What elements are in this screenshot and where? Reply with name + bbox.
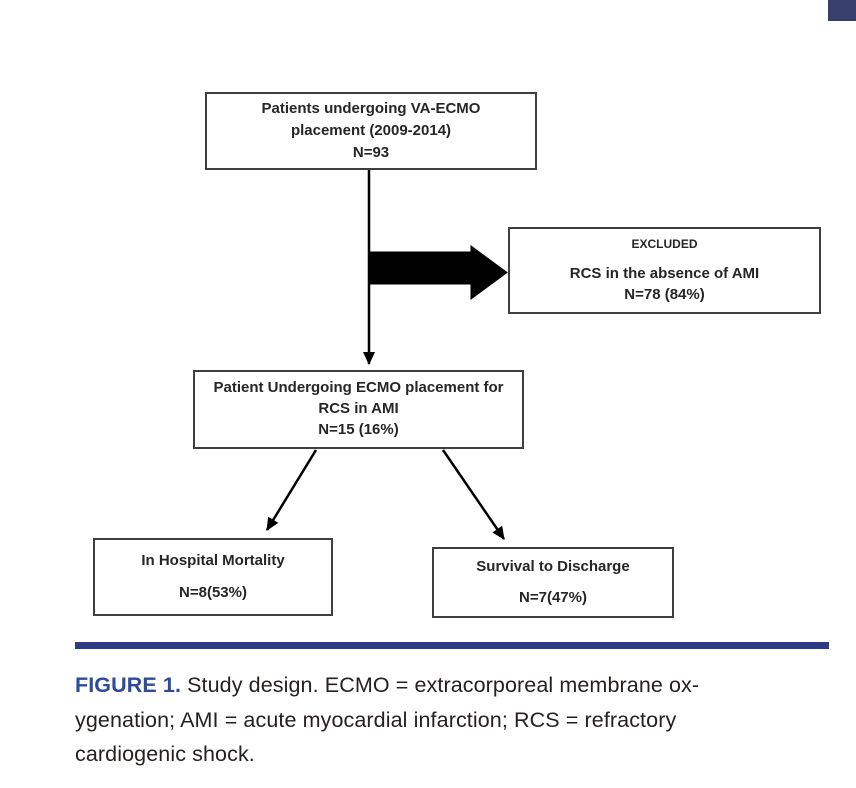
box-n-value: N=78 (84%): [624, 286, 705, 303]
figure-caption: FIGURE 1. Study design. ECMO = extracorp…: [75, 668, 847, 772]
figure-divider-rule: [75, 642, 829, 649]
caption-line-3: cardiogenic shock.: [75, 742, 255, 766]
box-n-value: N=7(47%): [519, 589, 587, 606]
box-text-line: placement (2009-2014): [290, 122, 452, 139]
arrow-right-thick-excluded-icon: [369, 245, 508, 300]
arrow-diagonal-to-survival: [441, 449, 506, 540]
caption-line-2: ygenation; AMI = acute myocardial infarc…: [75, 707, 677, 732]
flowchart-box-patients-va-ecmo: Patients undergoing VA-ECMO placement (2…: [205, 92, 537, 170]
box-text-line: Patient Undergoing ECMO placement for: [213, 379, 504, 396]
arrow-diagonal-to-mortality: [265, 449, 318, 531]
excluded-header: EXCLUDED: [631, 237, 698, 251]
page-corner-decoration: [828, 0, 856, 21]
box-title: Survival to Discharge: [476, 558, 630, 575]
flowchart-box-excluded: EXCLUDED RCS in the absence of AMI N=78 …: [508, 227, 821, 314]
flowchart-box-in-hospital-mortality: In Hospital Mortality N=8(53%): [93, 538, 333, 616]
box-title: In Hospital Mortality: [141, 552, 285, 569]
box-text-line: Patients undergoing VA-ECMO: [261, 100, 481, 117]
box-title: Patient Undergoing ECMO placement for RC…: [213, 377, 503, 419]
box-text-line: RCS in AMI: [318, 400, 399, 417]
caption-text: Study design. ECMO = extracorporeal memb…: [181, 673, 700, 697]
figure-label: FIGURE 1.: [75, 673, 182, 697]
caption-line-1: FIGURE 1. Study design. ECMO = extracorp…: [75, 668, 847, 703]
box-n-value: N=15 (16%): [318, 421, 399, 438]
flowchart-box-ecmo-rcs-ami: Patient Undergoing ECMO placement for RC…: [193, 370, 524, 449]
box-n-value: N=93: [352, 144, 390, 161]
box-text-line: RCS in the absence of AMI: [569, 265, 760, 282]
box-n-value: N=8(53%): [179, 584, 247, 601]
flowchart-box-survival-to-discharge: Survival to Discharge N=7(47%): [432, 547, 674, 618]
